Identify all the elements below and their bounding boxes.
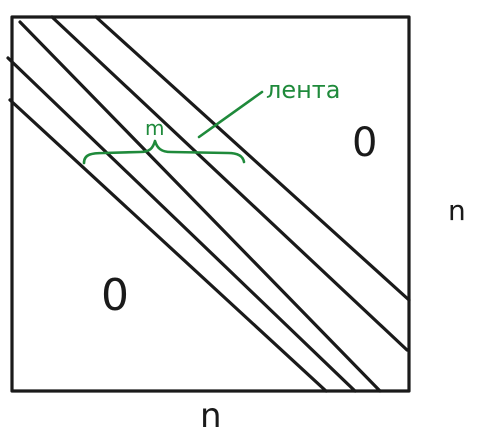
band-line-5 (94, 15, 411, 302)
band-label: лента (266, 76, 340, 104)
zero-upper-label: 0 (352, 120, 377, 166)
band-lines (6, 15, 411, 393)
width-brace (82, 139, 246, 165)
band-line-4 (50, 15, 409, 352)
zero-lower-label: 0 (101, 270, 129, 321)
band-width-label: m (145, 116, 164, 140)
band-leader-line (197, 90, 264, 139)
band-line-1 (8, 98, 328, 393)
size-right-label: n (448, 194, 466, 227)
matrix-outline (10, 15, 411, 393)
band-line-2 (6, 56, 357, 393)
size-bottom-label: n (200, 396, 222, 432)
band-line-3 (18, 20, 382, 393)
